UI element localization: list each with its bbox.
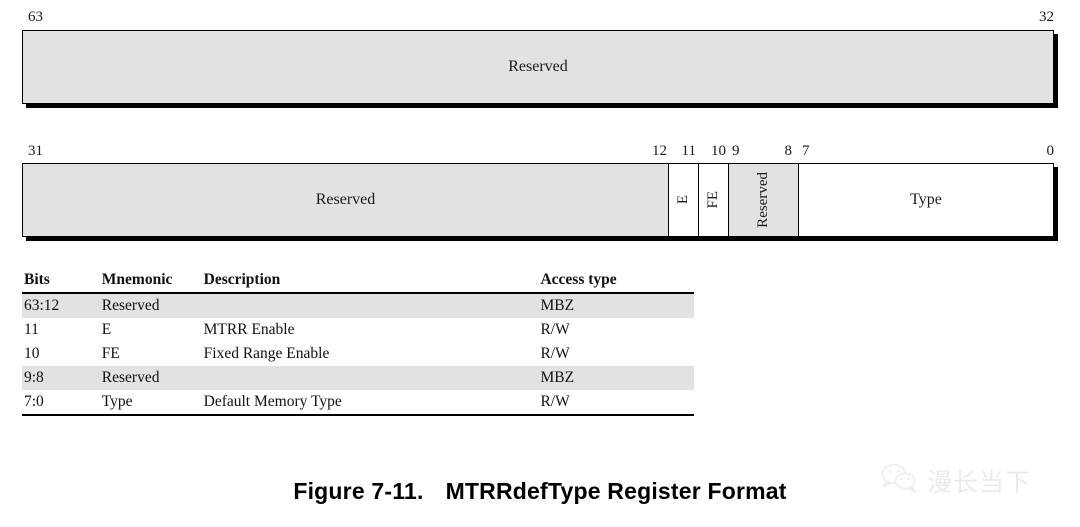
figure-title: MTRRdefType Register Format: [445, 478, 787, 504]
cell-description: [203, 366, 541, 390]
field-type-7-0: Type: [798, 164, 1053, 236]
field-e-bit-11: E: [668, 164, 698, 236]
cell-mnemonic: Reserved: [101, 366, 204, 390]
column-header-access-type: Access type: [540, 270, 694, 294]
field-label: E: [675, 195, 691, 205]
field-fe-bit-10: FE: [698, 164, 728, 236]
cell-mnemonic: FE: [101, 345, 120, 362]
cell-mnemonic: E: [101, 321, 112, 338]
cell-bits: 10: [24, 345, 40, 362]
column-header-description: Description: [203, 270, 541, 294]
bit-tick-0: 0: [1046, 143, 1055, 159]
field-reserved-63-32: Reserved: [23, 31, 1053, 103]
table-row: 11 E MTRR Enable R/W: [22, 318, 694, 342]
cell-access-type: MBZ: [540, 366, 694, 390]
register-lower-dword: Reserved E FE Reserved Type: [22, 163, 1054, 237]
table-row: 9:8 Reserved MBZ: [22, 366, 694, 390]
cell-access-type: R/W: [540, 321, 570, 338]
cell-description: Fixed Range Enable: [203, 345, 330, 362]
table-header-row: Bits Mnemonic Description Access type: [22, 270, 694, 294]
field-label: Reserved: [315, 191, 376, 208]
field-reserved-9-8: Reserved: [728, 164, 798, 236]
field-label: Type: [910, 191, 942, 208]
bit-description-table: Bits Mnemonic Description Access type 63…: [22, 270, 694, 416]
bit-tick-12: 12: [652, 143, 667, 159]
cell-description: MTRR Enable: [203, 321, 295, 338]
cell-access-type: MBZ: [540, 293, 694, 318]
column-header-mnemonic: Mnemonic: [101, 270, 204, 294]
cell-bits: 9:8: [22, 366, 102, 390]
cell-mnemonic: Type: [101, 390, 204, 416]
field-label: FE: [705, 191, 721, 209]
figure-number: Figure 7-11.: [293, 478, 424, 504]
field-label: Reserved: [508, 58, 568, 75]
table-row: 63:12 Reserved MBZ: [22, 293, 694, 318]
table-row: 10 FE Fixed Range Enable R/W: [22, 342, 694, 366]
bit-tick-10: 10: [711, 143, 726, 159]
cell-bits: 63:12: [22, 293, 102, 318]
bit-tick-7: 7: [802, 143, 810, 159]
cell-description: Default Memory Type: [203, 390, 541, 416]
cell-bits: 7:0: [22, 390, 102, 416]
bit-tick-9: 9: [732, 143, 740, 159]
bit-tick-32: 32: [1039, 9, 1054, 25]
field-reserved-31-12: Reserved: [23, 164, 668, 236]
register-upper-dword: Reserved: [22, 30, 1054, 104]
field-label: Reserved: [755, 172, 771, 228]
table-row: 7:0 Type Default Memory Type R/W: [22, 390, 694, 416]
cell-access-type: R/W: [540, 345, 570, 362]
column-header-bits: Bits: [22, 270, 102, 294]
bit-tick-31: 31: [28, 143, 43, 159]
cell-access-type: R/W: [540, 390, 694, 416]
bit-tick-63: 63: [28, 9, 43, 25]
cell-bits: 11: [24, 321, 39, 338]
bit-tick-8: 8: [784, 143, 793, 159]
bit-tick-11: 11: [681, 143, 696, 159]
figure-caption: Figure 7-11. MTRRdefType Register Format: [0, 478, 1080, 505]
cell-mnemonic: Reserved: [101, 293, 204, 318]
cell-description: [203, 293, 541, 318]
